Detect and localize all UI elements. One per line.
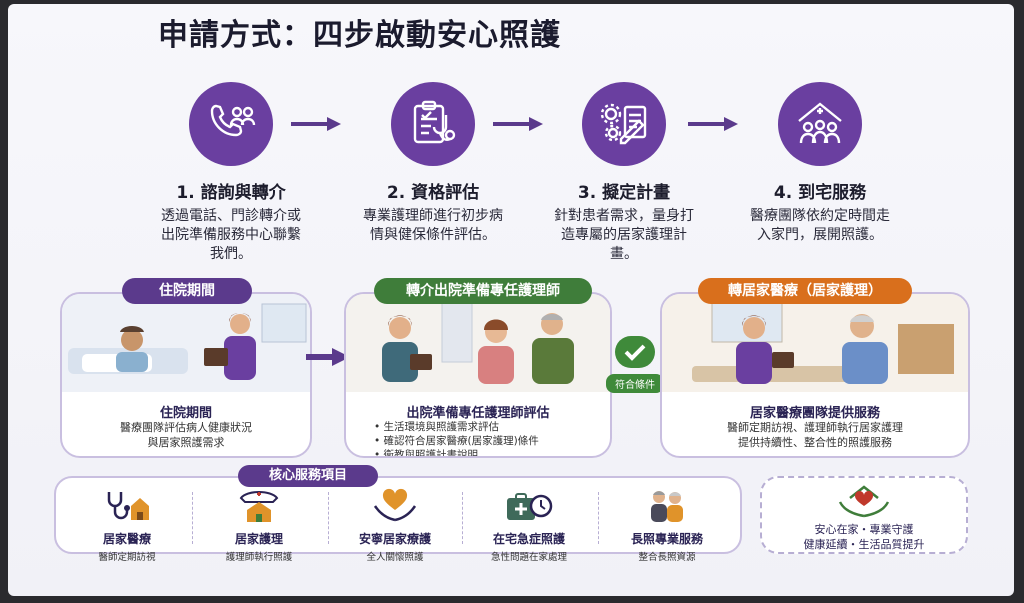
gears-document-icon [582,82,666,166]
divider [192,492,193,544]
house-team-icon [778,82,862,166]
phone-people-icon [189,82,273,166]
list-item: • 確認符合居家醫療(居家護理)條件 [374,435,539,447]
page-title: 申請方式：四步啟動安心照護 [158,18,561,53]
step-1: 1. 諮詢與轉介 透過電話、門診轉介或出院準備服務中心聯繫我們。 [131,82,331,264]
service-desc: 醫師定期訪視 [98,552,156,563]
service-name: 居家護理 [234,532,283,546]
service-name: 在宅急症照護 [492,532,565,546]
hospital-text-line-1: 醫療團隊評估病人健康狀況 [120,421,252,434]
home-text-line-2: 提供持續性、整合性的照護服務 [738,436,892,449]
list-item: • 衛教與照護計畫說明 [374,449,479,458]
service-name: 長照專業服務 [630,532,703,546]
discharge-scene-illustration [346,294,610,392]
step-title: 3. 擬定計畫 [577,183,671,203]
service-desc: 護理師執行照護 [225,552,293,563]
step-title: 2. 資格評估 [386,183,480,203]
service-home-nursing: 居家護理 護理師執行照護 [194,488,324,563]
check-icon [615,336,655,368]
hospital-heading: 住院期間 [159,406,212,421]
heart-hands-icon [373,488,417,522]
home-text-line-1: 醫師定期訪視、護理師執行居家護理 [727,421,903,434]
discharge-panel: 出院準備專任護理師評估 • 生活環境與照護需求評估 • 確認符合居家醫療(居家護… [344,292,612,458]
service-desc: 急性問題在家處理 [490,552,567,563]
discharge-pill: 轉介出院準備專任護理師 [374,278,592,304]
step-desc: 醫療團隊依約定時間走入家門，展開照護。 [750,208,890,243]
arrow-right-icon [688,117,738,131]
home-heading: 居家醫療團隊提供服務 [749,406,880,421]
step-2: 2. 資格評估 專業護理師進行初步病情與健保條件評估。 [333,82,533,245]
step-title: 1. 諮詢與轉介 [176,183,286,203]
core-services-box: 居家醫療 醫師定期訪視 居家護理 護理師執行照護 安寧居家療護 全人關懷照護 [54,476,742,563]
heart-house-hands-icon [838,485,890,518]
criteria-badge: 符合條件 [606,336,664,393]
divider [462,492,463,544]
core-services-pill: 核心服務項目 [238,465,378,487]
medkit-clock-icon [507,493,553,520]
step-3: 3. 擬定計畫 針對患者需求，量身打造專屬的居家護理計畫。 [524,82,724,264]
slide: 申請方式：四步啟動安心照護 1. 諮詢與轉介 透過電話、門診轉介或出院準備服務中… [8,4,1014,596]
service-name: 安寧居家療護 [358,532,431,546]
closing-line-1: 安心在家・專業守護 [814,523,914,536]
discharge-heading: 出院準備專任護理師評估 [406,406,550,421]
service-desc: 全人關懷照護 [366,552,424,563]
step-desc: 針對患者需求，量身打造專屬的居家護理計畫。 [554,208,694,262]
home-panel: 居家醫療團隊提供服務 醫師定期訪視、護理師執行居家護理 提供持續性、整合性的照護… [660,292,970,458]
service-acute-care: 在宅急症照護 急性問題在家處理 [464,488,594,563]
service-home-medical: 居家醫療 醫師定期訪視 [62,488,192,563]
clipboard-stethoscope-icon [391,82,475,166]
closing-box: 安心在家・專業守護 健康延續・生活品質提升 [760,476,968,554]
hospital-panel: 住院期間 醫療團隊評估病人健康狀況 與居家照護需求 [60,292,312,458]
service-hospice: 安寧居家療護 全人關懷照護 [330,488,460,563]
list-item: • 生活環境與照護需求評估 [374,421,500,433]
service-long-term-care: 長照專業服務 整合長照資源 [602,488,732,563]
hospital-text-line-2: 與居家照護需求 [147,436,225,449]
stethoscope-house-icon [107,492,149,520]
home-scene-illustration [662,294,968,392]
hospital-pill: 住院期間 [122,278,252,304]
step-desc: 專業護理師進行初步病情與健保條件評估。 [363,208,503,243]
step-desc: 透過電話、門診轉介或出院準備服務中心聯繫我們。 [161,208,301,262]
arrow-right-icon [291,117,341,131]
arrow-right-icon [306,348,350,366]
nurse-cap-house-icon [239,491,279,522]
service-desc: 整合長照資源 [638,552,696,563]
service-name: 居家醫療 [102,532,151,546]
divider [598,492,599,544]
closing-line-2: 健康延續・生活品質提升 [803,538,925,551]
step-4: 4. 到宅服務 醫療團隊依約定時間走入家門，展開照護。 [720,82,920,245]
discharge-list: • 生活環境與照護需求評估 • 確認符合居家醫療(居家護理)條件 • 衛教與照護… [374,420,539,458]
arrow-right-icon [493,117,543,131]
hospital-scene-illustration [62,294,310,392]
divider [328,492,329,544]
step-title: 4. 到宅服務 [773,183,867,203]
home-pill: 轉居家醫療（居家護理） [698,278,912,304]
elderly-couple-icon [651,491,683,522]
criteria-label: 符合條件 [606,374,664,393]
